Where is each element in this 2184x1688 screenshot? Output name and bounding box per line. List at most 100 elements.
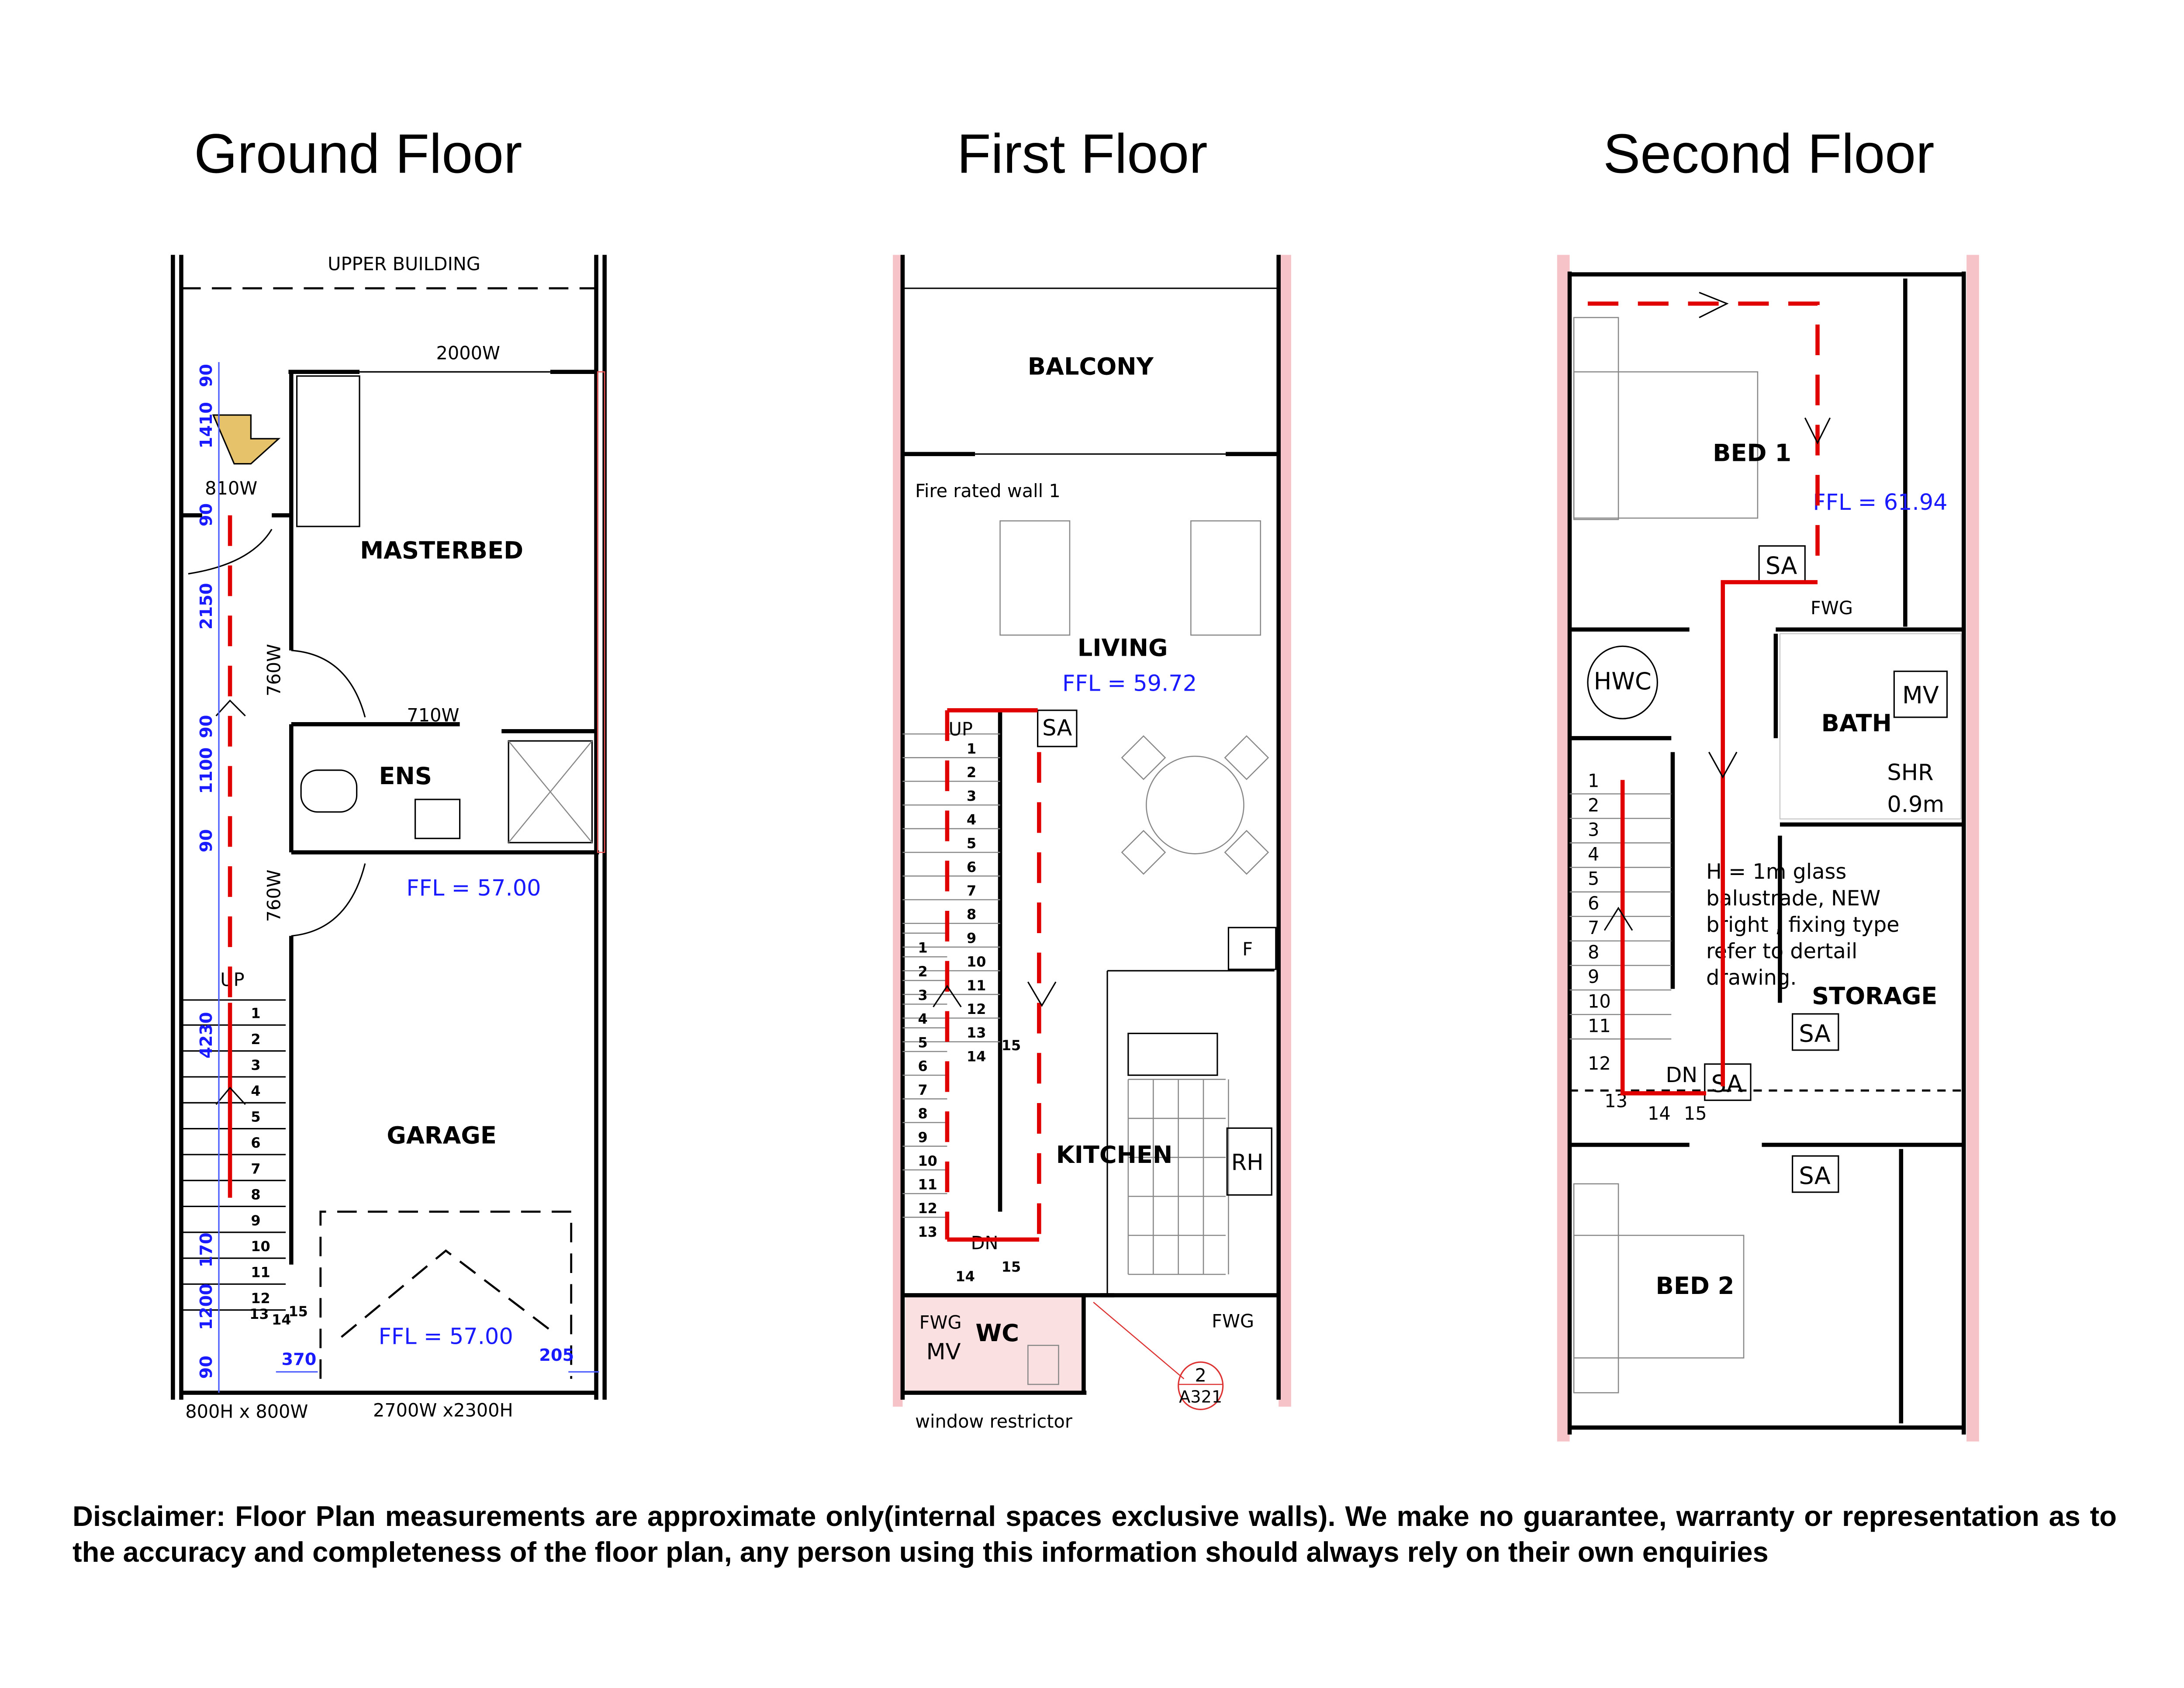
step-number: 6 — [918, 1058, 927, 1075]
step-number: 1 — [251, 1005, 260, 1022]
step-number: 5 — [251, 1109, 260, 1125]
step-number: 14 — [967, 1048, 986, 1065]
dim-205: 205 — [539, 1346, 574, 1365]
room-living: LIVING — [1078, 634, 1168, 662]
smoke-alarm-bed-2: SA — [1799, 1162, 1830, 1190]
dim-90: 90 — [197, 1356, 216, 1379]
balustrade-note-line: bright , fixing type — [1706, 913, 1900, 937]
dim-1410: 1410 — [197, 402, 216, 448]
step-number: 14 — [1648, 1103, 1671, 1124]
ens-door-width: 710W — [407, 705, 459, 726]
garage-door-size-label: 2700W x2300H — [373, 1400, 513, 1421]
room-wc: WC — [975, 1319, 1019, 1347]
room-storage: STORAGE — [1812, 982, 1937, 1010]
step-number: 5 — [967, 835, 976, 852]
sofa-left — [999, 520, 1071, 636]
step-number: 8 — [967, 906, 976, 923]
door-width-760-lower: 760W — [263, 869, 284, 922]
room-garage: GARAGE — [387, 1121, 497, 1149]
step-number: 1 — [967, 740, 976, 757]
balustrade-note-line: balustrade, NEW — [1706, 886, 1880, 910]
disclaimer-text: Disclaimer: Floor Plan measurements are … — [73, 1500, 2117, 1568]
step-number: 9 — [251, 1212, 260, 1229]
room-bath: BATH — [1821, 709, 1892, 737]
dim-1100: 1100 — [197, 747, 216, 794]
room-balcony: BALCONY — [1028, 353, 1154, 380]
step-number: 11 — [1588, 1015, 1611, 1036]
mechanical-ventilation-label: MV — [926, 1339, 961, 1365]
step-number: 9 — [918, 1129, 927, 1145]
step-number: 6 — [251, 1135, 260, 1151]
step-number: 11 — [918, 1176, 937, 1193]
step-number: 4 — [967, 811, 976, 828]
step-number: 10 — [251, 1238, 270, 1255]
step-number: 3 — [967, 788, 976, 804]
smoke-alarm-label: SA — [1042, 715, 1072, 741]
step-number: 12 — [1588, 1053, 1611, 1074]
first-floor-plan: BALCONY Fire rated wall 1 LIVING FFL = 5… — [893, 255, 1291, 1432]
mv-label-bath: MV — [1902, 681, 1939, 709]
dim-90: 90 — [197, 364, 216, 387]
step-number: 10 — [967, 954, 986, 970]
smoke-alarm-landing: SA — [1711, 1070, 1743, 1097]
step-number: 4 — [251, 1083, 260, 1099]
step-number: 1 — [918, 940, 927, 956]
step-number: 15 — [288, 1303, 308, 1320]
step-number: 1 — [1588, 770, 1599, 791]
step-number: 5 — [918, 1034, 927, 1051]
step-number: 7 — [251, 1160, 260, 1177]
step-number: 9 — [1588, 966, 1599, 987]
step-number: 2 — [1588, 795, 1599, 816]
second-floor-plan: BED 1 FFL = 61.94 SA FWG HWC MV BATH SHR… — [1557, 255, 1979, 1442]
upper-building-label: UPPER BUILDING — [328, 253, 480, 274]
ground-floor-plan: UPPER BUILDING 2000W MASTERBED 710W ENS … — [171, 253, 607, 1422]
section-ref-sheet: A321 — [1179, 1387, 1222, 1407]
step-number: 15 — [1684, 1103, 1707, 1124]
dim-90: 90 — [197, 829, 216, 852]
window-restrictor-label: window restrictor — [915, 1411, 1073, 1432]
second-floor-title: Second Floor — [1603, 123, 1934, 185]
section-reference-marker[interactable] — [1178, 1361, 1224, 1410]
step-number: 11 — [967, 977, 986, 994]
window-size-label: 800H x 800W — [185, 1401, 308, 1422]
step-number: 2 — [918, 963, 927, 980]
fridge-label: F — [1242, 939, 1253, 960]
step-number: 3 — [251, 1057, 260, 1073]
step-number: 15 — [1002, 1037, 1021, 1054]
step-number: 12 — [967, 1001, 986, 1017]
entry-door-width: 810W — [205, 478, 257, 499]
ens-ffl-level: FFL = 57.00 — [406, 875, 541, 901]
step-number: 13 — [249, 1306, 269, 1322]
room-masterbed: MASTERBED — [360, 536, 523, 564]
step-number: 13 — [918, 1224, 937, 1240]
stairs-down-label: DN — [971, 1233, 999, 1254]
step-number: 15 — [1002, 1259, 1021, 1275]
step-number: 7 — [1588, 917, 1599, 938]
room-kitchen: KITCHEN — [1056, 1141, 1173, 1169]
shower-label: SHR — [1887, 760, 1933, 785]
step-number: 14 — [956, 1268, 975, 1285]
door-width-760-upper: 760W — [263, 644, 284, 696]
living-ffl-level: FFL = 59.72 — [1062, 671, 1197, 696]
sofa-right — [1190, 520, 1261, 636]
stairs-up-label: UP — [949, 719, 973, 740]
fwg-label: FWG — [1811, 598, 1853, 619]
stairs-down-label: DN — [1666, 1063, 1698, 1087]
step-number: 10 — [1588, 991, 1611, 1012]
step-number: 14 — [272, 1311, 291, 1328]
shower-size-label: 0.9m — [1887, 792, 1944, 818]
balustrade-note-line: drawing. — [1706, 966, 1797, 990]
dim-2150: 2150 — [197, 583, 216, 630]
dim-90: 90 — [197, 715, 216, 738]
step-number: 11 — [251, 1264, 270, 1281]
garage-ffl-level: FFL = 57.00 — [379, 1324, 513, 1350]
room-ens: ENS — [379, 762, 432, 790]
step-number: 2 — [251, 1031, 260, 1048]
step-number: 8 — [251, 1186, 260, 1203]
smoke-alarm-storage: SA — [1799, 1020, 1830, 1048]
step-number: 2 — [967, 764, 976, 781]
section-ref-number: 2 — [1195, 1365, 1206, 1386]
balustrade-note-line: H = 1m glass — [1706, 860, 1846, 884]
stairs-up-label: UP — [220, 969, 244, 990]
